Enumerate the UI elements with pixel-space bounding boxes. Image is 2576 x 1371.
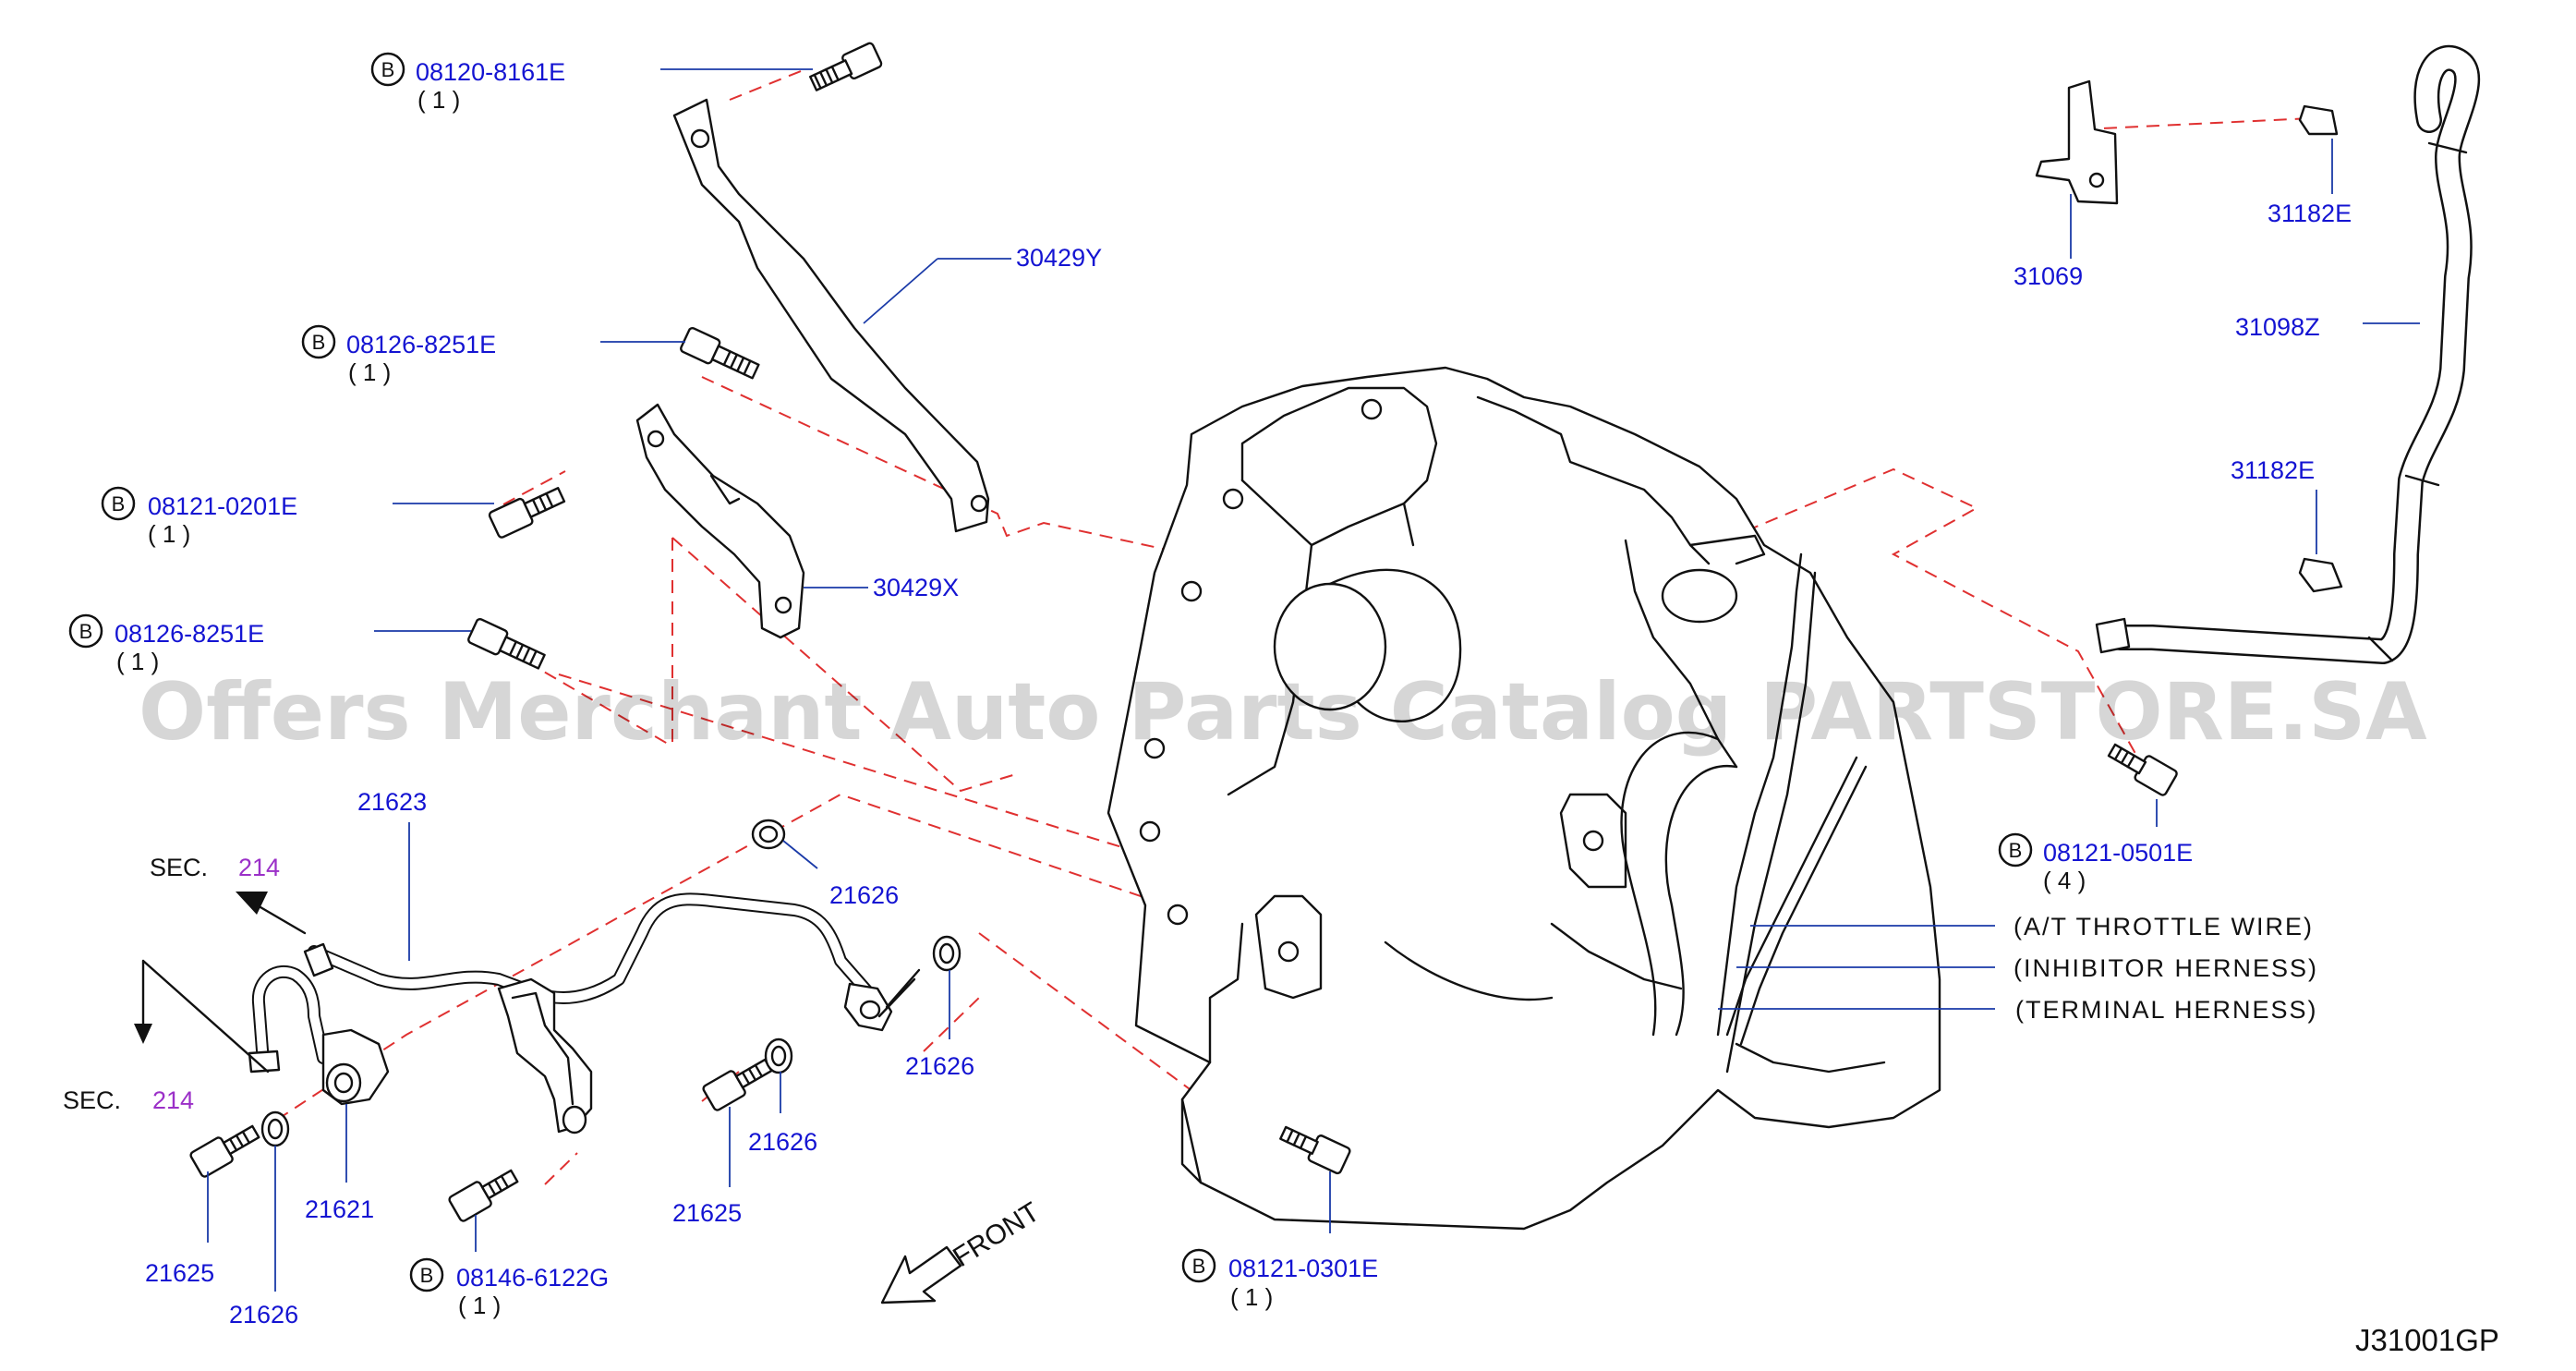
callout-08121-0501e[interactable]: B 08121-0501E ( 4 ) bbox=[1998, 832, 2193, 894]
cooler-pipes bbox=[248, 892, 921, 1134]
quantity: ( 1 ) bbox=[116, 648, 159, 675]
breather-hose bbox=[2035, 44, 2481, 664]
quantity: ( 1 ) bbox=[417, 86, 460, 114]
label-21626-top[interactable]: 21626 bbox=[829, 881, 899, 909]
sec-number: 214 bbox=[238, 854, 280, 881]
label-21621[interactable]: 21621 bbox=[305, 1195, 374, 1223]
washer-shapes bbox=[260, 819, 961, 1147]
callout-08120-8161e[interactable]: B 08120-8161E ( 1 ) bbox=[370, 52, 565, 114]
part-number: 08146-6122G bbox=[456, 1264, 609, 1292]
label-21625-mid[interactable]: 21625 bbox=[672, 1199, 742, 1227]
bracket-30429x bbox=[635, 403, 805, 639]
b-badge-icon bbox=[370, 52, 405, 87]
bracket-30429y bbox=[672, 98, 990, 533]
b-badge: B bbox=[79, 620, 93, 643]
label-31069[interactable]: 31069 bbox=[2014, 262, 2083, 290]
b-badge: B bbox=[420, 1264, 434, 1287]
b-badge: B bbox=[112, 492, 126, 516]
sec-prefix: SEC. bbox=[150, 854, 208, 881]
quantity: ( 1 ) bbox=[1230, 1283, 1273, 1311]
label-31098z[interactable]: 31098Z bbox=[2235, 313, 2320, 341]
b-badge: B bbox=[1192, 1255, 1206, 1278]
label-21626-mid[interactable]: 21626 bbox=[748, 1128, 817, 1156]
part-number: 08121-0301E bbox=[1228, 1255, 1378, 1282]
bolt-shapes bbox=[189, 42, 2178, 1222]
direction-arrows bbox=[134, 892, 962, 1304]
label-21623[interactable]: 21623 bbox=[357, 788, 427, 816]
callout-08126-8251e-upper[interactable]: B 08126-8251E ( 1 ) bbox=[301, 324, 496, 386]
b-badge: B bbox=[381, 58, 395, 81]
arrow-head-upper bbox=[236, 892, 268, 915]
label-30429x[interactable]: 30429X bbox=[873, 574, 959, 601]
arrow-head-lower bbox=[134, 1024, 152, 1044]
part-number: 08126-8251E bbox=[115, 620, 264, 648]
quantity: ( 1 ) bbox=[458, 1292, 501, 1319]
label-31182e-lower[interactable]: 31182E bbox=[2231, 456, 2315, 484]
b-badge-icon bbox=[1998, 832, 2033, 867]
front-label: FRONT bbox=[948, 1196, 1045, 1273]
front-arrow-icon bbox=[880, 1245, 962, 1304]
part-number: 08121-0501E bbox=[2043, 839, 2193, 867]
part-number: 08126-8251E bbox=[346, 331, 496, 358]
b-badge-icon bbox=[301, 324, 336, 359]
callout-08146-6122g[interactable]: B 08146-6122G ( 1 ) bbox=[409, 1257, 609, 1319]
diagram-code: J31001GP bbox=[2355, 1323, 2499, 1357]
label-21626-bottom[interactable]: 21626 bbox=[229, 1301, 298, 1329]
label-21626-right[interactable]: 21626 bbox=[905, 1052, 974, 1080]
callout-08121-0301e[interactable]: B 08121-0301E ( 1 ) bbox=[1181, 1248, 1378, 1311]
sec-ref-upper[interactable]: SEC. 214 bbox=[150, 854, 280, 881]
transmission-case bbox=[1107, 366, 1941, 1231]
label-at-throttle-wire: (A/T THROTTLE WIRE) bbox=[2014, 913, 2314, 940]
quantity: ( 1 ) bbox=[148, 520, 190, 548]
part-number: 08120-8161E bbox=[416, 58, 565, 86]
b-badge: B bbox=[2009, 839, 2023, 862]
b-badge: B bbox=[312, 331, 326, 354]
b-badge-icon bbox=[101, 486, 136, 521]
quantity: ( 4 ) bbox=[2043, 867, 2086, 894]
label-inhibitor-harness: (INHIBITOR HERNESS) bbox=[2014, 954, 2318, 982]
callout-08121-0201e[interactable]: B 08121-0201E ( 1 ) bbox=[101, 486, 297, 548]
b-badge-icon bbox=[68, 613, 103, 649]
b-badge-icon bbox=[1181, 1248, 1216, 1283]
callout-08126-8251e-lower[interactable]: B 08126-8251E ( 1 ) bbox=[68, 613, 264, 675]
label-30429y[interactable]: 30429Y bbox=[1016, 244, 1102, 272]
part-number: 08121-0201E bbox=[148, 492, 297, 520]
sec-number: 214 bbox=[152, 1086, 194, 1114]
watermark: Offers Merchant Auto Parts Catalog PARTS… bbox=[139, 666, 2427, 758]
b-badge-icon bbox=[409, 1257, 444, 1292]
quantity: ( 1 ) bbox=[348, 358, 391, 386]
label-31182e-upper[interactable]: 31182E bbox=[2268, 200, 2352, 227]
label-terminal-harness: (TERMINAL HERNESS) bbox=[2015, 996, 2318, 1024]
label-21625-left[interactable]: 21625 bbox=[145, 1259, 214, 1287]
arrow-sec-214-lower bbox=[141, 959, 270, 1074]
leader-lines bbox=[207, 68, 2420, 1292]
sec-prefix: SEC. bbox=[63, 1086, 121, 1114]
sec-ref-lower[interactable]: SEC. 214 bbox=[63, 1086, 194, 1114]
